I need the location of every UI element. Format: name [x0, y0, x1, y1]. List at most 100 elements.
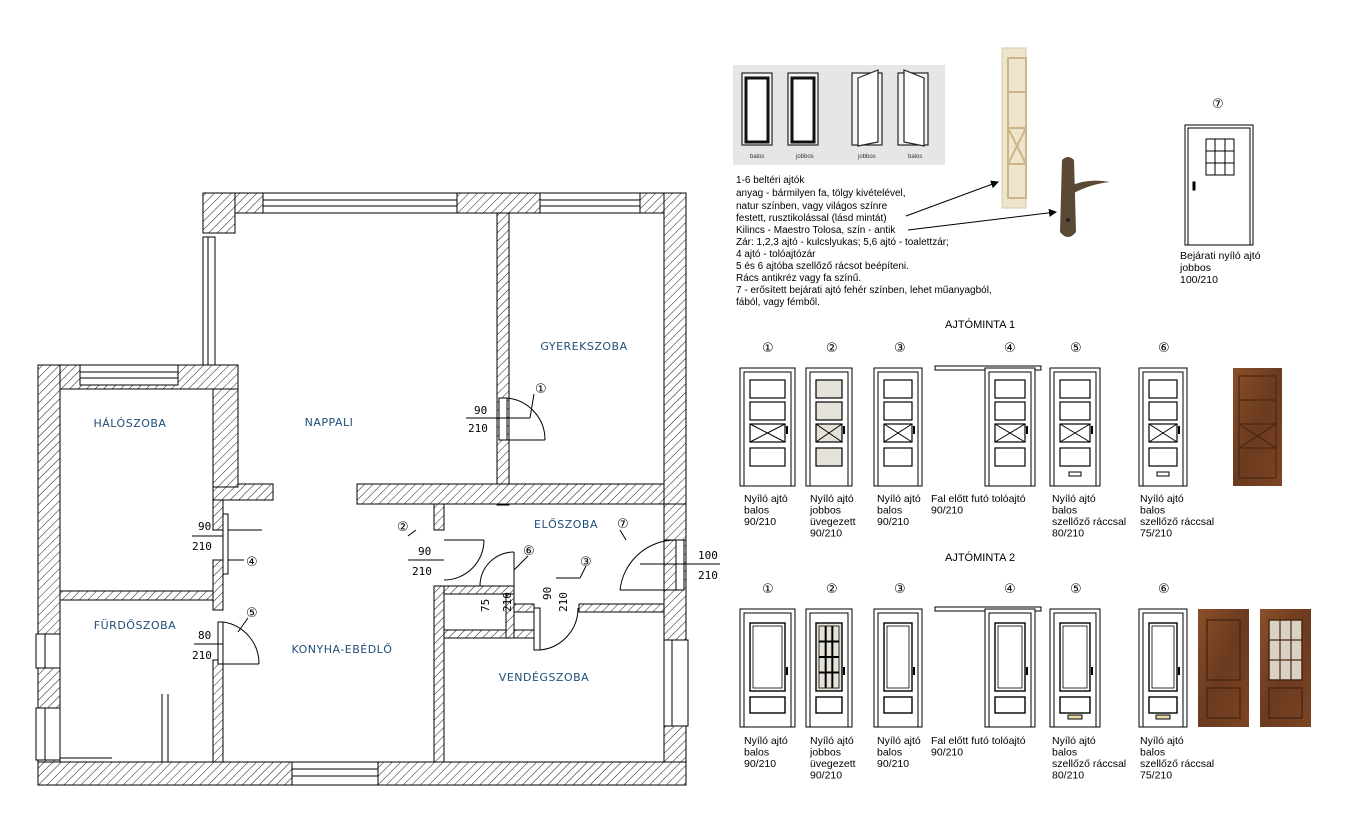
door-sample-label: balos: [877, 747, 902, 759]
door-sample-label: balos: [877, 505, 902, 517]
door-sample-label: 80/210: [1052, 770, 1084, 782]
door-sample-label: 80/210: [1052, 528, 1084, 540]
door-sample-number: ④: [1004, 582, 1016, 597]
plan-door-4-width: 90: [198, 520, 211, 533]
plan-door-6-number: ⑥: [523, 544, 535, 559]
room-label-eloszoba: ELŐSZOBA: [534, 517, 598, 531]
plan-door-1-width: 90: [474, 404, 487, 417]
door-sample-number: ①: [762, 341, 774, 356]
note-line: Zár: 1,2,3 ajtó - kulcslyukas; 5,6 ajtó …: [736, 237, 949, 248]
door-sample-label: balos: [1140, 747, 1165, 759]
door-sample-label: szellőző ráccsal: [1140, 758, 1214, 770]
entrance-door-label: Bejárati nyíló ajtó: [1180, 250, 1261, 262]
note-line: 7 - erősített bejárati ajtó fehér színbe…: [736, 285, 992, 296]
sample-2-title: AJTÓMINTA 2: [945, 551, 1015, 564]
door-sample-label: 90/210: [877, 516, 909, 528]
door-sample-label: 90/210: [877, 758, 909, 770]
sample-1-title: AJTÓMINTA 1: [945, 318, 1015, 331]
door-sample-label: balos: [744, 505, 769, 517]
plan-door-6-width: 75: [479, 599, 492, 612]
plan-door-5-height: 210: [192, 649, 212, 662]
door-sample-label: balos: [1140, 505, 1165, 517]
note-line: natur színben, vagy világos színre: [736, 201, 888, 212]
note-line: anyag - bármilyen fa, tölgy kivételével,: [736, 188, 906, 199]
door-sample-label: Nyíló ajtó: [1140, 493, 1184, 505]
entrance-door-swing: jobbos: [1179, 262, 1211, 274]
entrance-door-number: ⑦: [1212, 97, 1224, 112]
door-sample-label: balos: [744, 747, 769, 759]
swing-label-3: jobbos: [857, 154, 876, 160]
entrance-door-size: 100/210: [1180, 274, 1218, 286]
plan-door-5-width: 80: [198, 629, 211, 642]
door-sample-label: balos: [1052, 747, 1077, 759]
door-sample-label: szellőző ráccsal: [1052, 758, 1126, 770]
plan-door-2: [407, 529, 485, 581]
plan-door-2-height: 210: [412, 565, 432, 578]
note-line: Kilincs - Maestro Tolosa, szín - antik: [736, 225, 896, 236]
room-label-vendegszoba: VENDÉGSZOBA: [499, 671, 589, 684]
plan-door-1: [466, 393, 546, 441]
door-sample-label: Nyíló ajtó: [1052, 735, 1096, 747]
floor-plan: GYEREKSZOBA HÁLÓSZOBA NAPPALI ELŐSZOBA F…: [35, 192, 720, 786]
sample-2-wood-photo-glazed: [1260, 609, 1311, 727]
door-sample-number: ③: [894, 582, 906, 597]
door-sample-number: ⑤: [1070, 582, 1082, 597]
plan-door-7: [619, 529, 720, 591]
plan-door-1-number: ①: [535, 382, 547, 397]
entrance-door: ⑦ Bejárati nyíló ajtó jobbos 100/210: [1179, 97, 1261, 286]
door-swing-reference-photo: balos jobbos jobbos balos: [733, 65, 945, 165]
door-sample-number: ⑥: [1158, 582, 1170, 597]
plan-door-3: [533, 565, 587, 651]
door-sample-label: Nyíló ajtó: [744, 735, 788, 747]
door-sample-label: üvegezett: [810, 516, 856, 528]
arrow-to-door-photo: [905, 180, 999, 217]
note-line: 4 ajtó - tolóajtózár: [736, 249, 816, 260]
door-sample-label: Fal előtt futó tolóajtó: [931, 735, 1026, 747]
door-sample-number: ⑤: [1070, 341, 1082, 356]
door-sample-label: Nyíló ajtó: [810, 735, 854, 747]
door-sample-label: Nyíló ajtó: [1052, 493, 1096, 505]
door-sample-label: Fal előtt futó tolóajtó: [931, 493, 1026, 505]
door-sample-label: üvegezett: [810, 758, 856, 770]
door-sample-label: Nyíló ajtó: [877, 493, 921, 505]
bathroom-fixtures: [60, 694, 169, 762]
door-sample-label: 90/210: [810, 528, 842, 540]
plan-door-4-number: ④: [246, 555, 258, 570]
door-sample-label: 90/210: [931, 505, 963, 517]
plan-door-3-number: ③: [580, 555, 592, 570]
door-sample-label: Nyíló ajtó: [744, 493, 788, 505]
door-sample-label: Nyíló ajtó: [877, 735, 921, 747]
sample-1-wood-photo: [1233, 368, 1282, 486]
plan-door-6: [479, 551, 529, 587]
swing-label-2: jobbos: [795, 154, 814, 160]
plan-door-1-height: 210: [468, 422, 488, 435]
door-sample-number: ②: [826, 582, 838, 597]
arrow-to-handle-photo: [907, 208, 1057, 231]
plan-door-3-width: 90: [541, 587, 554, 600]
room-label-konyha: KONYHA-EBÉDLŐ: [292, 642, 393, 656]
door-sample-number: ②: [826, 341, 838, 356]
door-sample-number: ④: [1004, 341, 1016, 356]
door-sample-label: jobbos: [809, 505, 841, 517]
room-label-gyerekszoba: GYEREKSZOBA: [540, 340, 627, 353]
swing-label-4: balos: [908, 154, 922, 160]
plan-door-2-number: ②: [397, 520, 409, 535]
door-sample-label: 90/210: [810, 770, 842, 782]
door-sample-label: jobbos: [809, 747, 841, 759]
swing-label-1: balos: [750, 154, 764, 160]
plan-door-5: [194, 617, 260, 665]
sample-2-wood-photo-solid: [1198, 609, 1249, 727]
